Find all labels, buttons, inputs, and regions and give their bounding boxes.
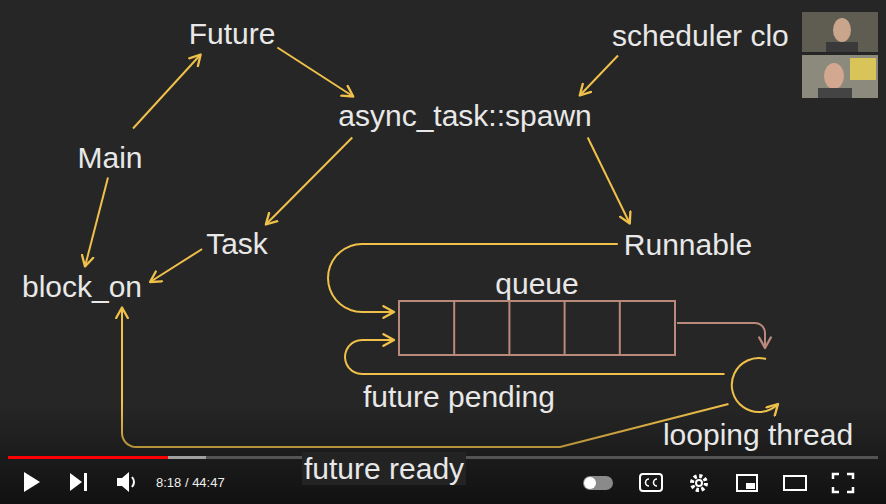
connector-arrow (150, 249, 202, 282)
connector-arrow (677, 323, 765, 348)
webcam-face (833, 18, 851, 42)
fullscreen-icon (833, 474, 853, 492)
autoplay-knob (584, 477, 596, 489)
connector-arrow (580, 56, 618, 96)
settings-gear (692, 476, 706, 490)
node-label: Future (189, 17, 276, 50)
queue-slot-divider (564, 301, 566, 355)
node-label: Runnable (624, 228, 752, 261)
node-label: async_task::spawn (338, 99, 591, 132)
control-shade (0, 404, 886, 504)
miniplayer-icon (737, 475, 757, 491)
theater-icon (784, 476, 806, 490)
connector-arrow (345, 340, 725, 374)
text-node: scheduler clo (612, 19, 789, 52)
webcam-face (824, 63, 844, 89)
node-label: block_on (22, 270, 142, 303)
node-label: queue (398, 267, 676, 300)
node-label: Main (77, 141, 142, 174)
connector-arrow (133, 55, 201, 129)
text-node: Task (206, 227, 268, 260)
volume-wave (132, 477, 134, 487)
node-label: Task (206, 227, 268, 260)
queue-slot-divider (619, 301, 621, 355)
text-node: Runnable (624, 228, 752, 261)
video-timestamp: 8:18 / 44:47 (156, 475, 225, 491)
volume-icon (117, 472, 129, 492)
settings-hub (696, 480, 702, 486)
connector-arrow (266, 138, 352, 225)
loop-symbol (721, 352, 796, 418)
connector-arrow (588, 138, 630, 224)
webcam-body (826, 42, 858, 52)
text-node: async_task::spawn (338, 99, 591, 132)
node-label: looping thread (663, 418, 853, 451)
queue-slot-divider (453, 301, 455, 355)
captions-glyph (646, 479, 658, 486)
text-node: block_on (22, 270, 142, 303)
queue-cells (398, 300, 676, 356)
progress-buffer (8, 456, 206, 459)
webcam-body (818, 88, 852, 98)
captions-icon (640, 474, 662, 491)
queue-outline (399, 301, 675, 355)
queue-slot-divider (508, 301, 510, 355)
autoplay-toggle (583, 476, 613, 490)
webcam-tile (802, 55, 878, 98)
loop-arrow (731, 358, 777, 412)
edge-label: future pending (363, 380, 555, 413)
edge-label: future ready (302, 452, 466, 485)
text-node: Future (189, 17, 276, 50)
webcam-tile (802, 12, 878, 52)
text-node: Main (77, 141, 142, 174)
connector-arrow (277, 48, 353, 97)
miniplayer-inner (746, 483, 755, 489)
connector-arrow (85, 178, 108, 267)
loop-node: looping thread (663, 352, 853, 451)
next-icon (70, 473, 82, 491)
next-icon-bar (84, 473, 87, 491)
webcam-background (850, 58, 876, 80)
node-label: scheduler clo (612, 19, 789, 52)
progress-played (8, 456, 168, 459)
play-icon (24, 472, 40, 492)
queue-box: queue (398, 267, 676, 356)
